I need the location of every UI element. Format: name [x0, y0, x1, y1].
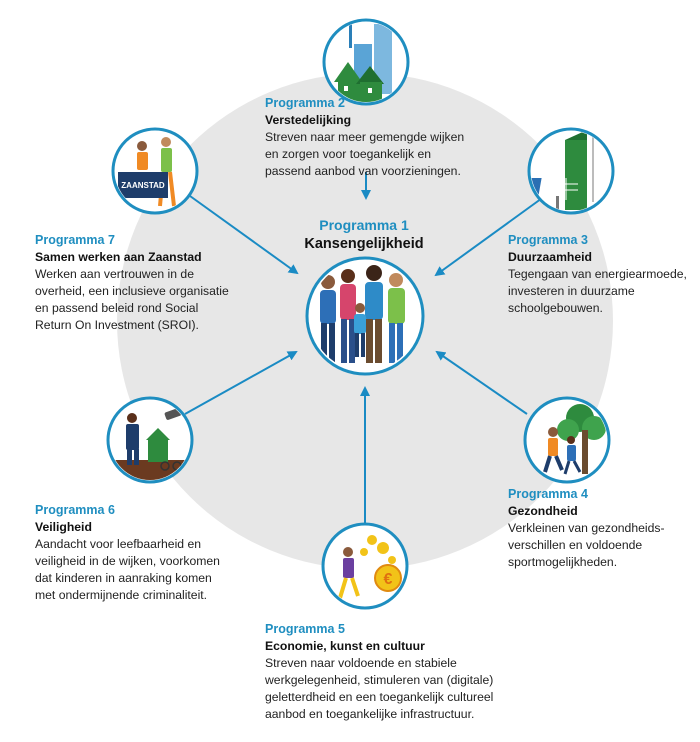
programme-6-desc-2: veiligheid in de wijken, voorkomen [35, 554, 220, 568]
arrow-p6 [184, 351, 298, 415]
programme-7-block: Programma 7 Samen werken aan Zaanstad We… [35, 232, 229, 334]
programme-3-desc-1: Tegengaan van energiearmoede, [508, 267, 687, 281]
programme-2-title: Verstedelijking [265, 113, 352, 127]
programme-2-desc-3: passend aanbod van voorzieningen. [265, 164, 461, 178]
arrow-p7 [189, 195, 299, 275]
programme-6-desc-4: met ondermijnende criminaliteit. [35, 588, 208, 602]
programme-5-title: Economie, kunst en cultuur [265, 639, 425, 653]
programme-3-title: Duurzaamheid [508, 250, 592, 264]
programme-6-number: Programma 6 [35, 503, 115, 517]
solar-wind-energy-illustration-icon [527, 127, 615, 215]
arrow-p4 [435, 350, 528, 415]
programme-2-block: Programma 2 Verstedelijking Streven naar… [265, 95, 464, 180]
euro-coins-illustration-icon: € [321, 522, 409, 610]
programme-4-desc-2: verschillen en voldoende [508, 538, 643, 552]
arrow-p3 [434, 195, 546, 277]
city-houses-illustration-icon [322, 18, 410, 106]
programme-4-desc-1: Verkleinen van gezondheids- [508, 521, 665, 535]
police-camera-illustration-icon [106, 396, 194, 484]
programme-5-desc-4: aanbod en toegankelijke infrastructuur. [265, 707, 475, 721]
center-label: Programma 1 Kansengelijkheid [290, 216, 438, 254]
programme-5-desc-1: Streven naar voldoende en stabiele [265, 656, 457, 670]
programme-5-block: Programma 5 Economie, kunst en cultuur S… [265, 621, 493, 723]
joggers-tree-illustration-icon [523, 396, 611, 484]
programme-5-number: Programma 5 [265, 622, 345, 636]
zaanstad-desk-illustration-icon: ZAANSTAD [111, 127, 199, 215]
family-group-illustration-icon [305, 256, 425, 376]
programme-7-desc-2: overheid, een inclusieve organisatie [35, 284, 229, 298]
programme-6-block: Programma 6 Veiligheid Aandacht voor lee… [35, 502, 220, 604]
programme-7-desc-4: Return On Investment (SROI). [35, 318, 199, 332]
programme-4-title: Gezondheid [508, 504, 578, 518]
programme-5-desc-2: werkgelegenheid, stimuleren van (digital… [265, 673, 494, 687]
connector-arrows [184, 172, 546, 525]
programme-3-number: Programma 3 [508, 233, 588, 247]
programme-7-desc-1: Werken aan vertrouwen in de [35, 267, 194, 281]
euro-symbol: € [384, 571, 393, 588]
programme-2-number: Programma 2 [265, 96, 345, 110]
programme-3-block: Programma 3 Duurzaamheid Tegengaan van e… [508, 232, 687, 317]
programme-4-desc-3: sportmogelijkheden. [508, 555, 618, 569]
programme-5-desc-3: geletterdheid en een toegankelijk cultur… [265, 690, 494, 704]
programme-4-block: Programma 4 Gezondheid Verkleinen van ge… [508, 486, 665, 571]
desk-sign: ZAANSTAD [121, 181, 165, 190]
programme-4-number: Programma 4 [508, 487, 588, 501]
center-title: Kansengelijkheid [304, 236, 424, 252]
programme-3-desc-3: schoolgebouwen. [508, 301, 603, 315]
programme-6-desc-1: Aandacht voor leefbaarheid en [35, 537, 202, 551]
programme-7-title: Samen werken aan Zaanstad [35, 250, 202, 264]
center-programme: Programma 1 [319, 217, 409, 233]
programme-2-desc-2: en zorgen voor toegankelijk en [265, 147, 431, 161]
programme-2-desc-1: Streven naar meer gemengde wijken [265, 130, 465, 144]
programme-6-title: Veiligheid [35, 520, 92, 534]
programme-6-desc-3: dat kinderen in aanraking komen [35, 571, 212, 585]
programme-7-desc-3: en passend beleid rond Social [35, 301, 199, 315]
programme-3-desc-2: investeren in duurzame [508, 284, 635, 298]
programme-7-number: Programma 7 [35, 233, 115, 247]
